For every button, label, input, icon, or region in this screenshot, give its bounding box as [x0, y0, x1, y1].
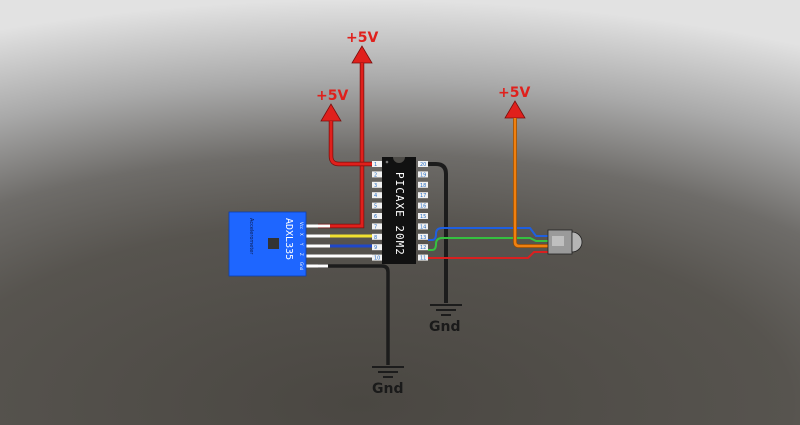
- adxl-label: ADXL335: [283, 218, 294, 260]
- chip-pin-right-14: [418, 223, 428, 230]
- adxl-pin-vcc: Vcc: [299, 222, 304, 229]
- chip-pin-left-1: [372, 161, 382, 167]
- chip-pin-label: 14: [420, 224, 426, 230]
- chip-pin-label: 13: [420, 235, 426, 241]
- chip-pin-right-18: [418, 181, 428, 188]
- chip-pin-label: 8: [374, 235, 377, 241]
- chip-label: PICAXE 20M2: [393, 172, 406, 256]
- wire-ground-adxl: [318, 264, 390, 365]
- chip-pin-label: 10: [374, 256, 380, 262]
- chip-pin-label: 19: [420, 172, 426, 178]
- chip-pin-label: 2: [374, 172, 377, 178]
- chip-left-pins: 1 2 3 4 5 6 7 8 9 10: [372, 161, 382, 262]
- power-symbol-top: +5V: [346, 30, 378, 64]
- chip-pin-label: 12: [420, 245, 426, 251]
- chip-pin-right-19: [418, 171, 428, 178]
- chip-pin-left-3: [372, 181, 382, 188]
- chip-pin-left-7: [372, 223, 382, 230]
- adxl-pcb: [228, 211, 307, 277]
- chip-pin-label: 17: [420, 193, 426, 199]
- chip-pin-label: 5: [374, 204, 377, 210]
- adxl335-board: ADXL335 Accelerometer Vcc X Y Z Gnd: [228, 211, 307, 277]
- chip-pin-left-8: [372, 233, 382, 240]
- power-label-left: +5V: [316, 88, 348, 104]
- ground-symbol-adxl: Gnd: [372, 366, 404, 397]
- chip-pin-label: 7: [374, 224, 377, 230]
- adxl-pin-z: Z: [299, 253, 304, 256]
- adxl-subtitle: Accelerometer: [248, 218, 254, 255]
- chip-pin-right-12: [418, 244, 428, 251]
- chip-pin-label: 6: [374, 214, 377, 220]
- chip-pin-right-15: [418, 213, 428, 219]
- chip-pin-label: 11: [420, 256, 426, 262]
- power-arrow-icon: [351, 45, 373, 64]
- chip-pin-label: 15: [420, 214, 426, 220]
- chip-pin-label: 9: [374, 245, 377, 251]
- chip-pin-right-16: [418, 202, 428, 209]
- wire-led-blue: [428, 227, 548, 241]
- chip-pin-right-17: [418, 192, 428, 199]
- chip-pin-label: 4: [374, 193, 377, 199]
- chip-pin-right-13: [418, 233, 428, 240]
- power-symbol-led: +5V: [498, 85, 530, 119]
- chip-pin-label: 20: [420, 162, 426, 168]
- chip-pin-label: 18: [420, 183, 426, 189]
- adxl-pin-gnd: Gnd: [299, 262, 304, 271]
- chip-pin-label: 3: [374, 183, 377, 189]
- rgb-led: [547, 229, 583, 255]
- power-label-led: +5V: [498, 85, 530, 101]
- chip-body: [382, 157, 416, 264]
- chip-pin-left-10: [372, 254, 382, 261]
- chip-pin-right-20: [418, 161, 428, 167]
- chip-pin-left-4: [372, 192, 382, 199]
- wire-led-green: [428, 237, 548, 251]
- power-label-top: +5V: [346, 30, 378, 46]
- ground-symbol-chip: Gnd: [429, 304, 462, 335]
- chip-pin-left-5: [372, 202, 382, 209]
- chip-pin-right-11: [418, 254, 428, 261]
- chip-pin-left-6: [372, 213, 382, 219]
- chip-pin-left-9: [372, 244, 382, 251]
- pin1-marker: [385, 160, 389, 164]
- chip-right-pins: 20 19 18 17 16 15 14 13 12 11: [418, 161, 428, 262]
- ground-label-adxl: Gnd: [372, 381, 403, 397]
- adxl-pin-y: Y: [299, 242, 304, 246]
- wire-ground-chip: [428, 162, 448, 303]
- adxl-chip-icon: [268, 238, 279, 249]
- power-arrow-icon: [504, 100, 526, 119]
- chip-notch: [393, 157, 405, 163]
- chip-pin-label: 16: [420, 204, 426, 210]
- power-arrow-icon: [320, 103, 342, 122]
- wire-led-red: [428, 251, 548, 259]
- led-dome: [571, 231, 583, 253]
- chip-pin-left-2: [372, 171, 382, 178]
- wire-power-pin1: [328, 121, 372, 167]
- chip-pin-label: 1: [374, 162, 377, 168]
- power-symbol-left: +5V: [316, 88, 348, 122]
- wire-led-anode: [513, 118, 548, 248]
- adxl-pin-x: X: [299, 233, 304, 236]
- ground-label-chip: Gnd: [429, 319, 460, 335]
